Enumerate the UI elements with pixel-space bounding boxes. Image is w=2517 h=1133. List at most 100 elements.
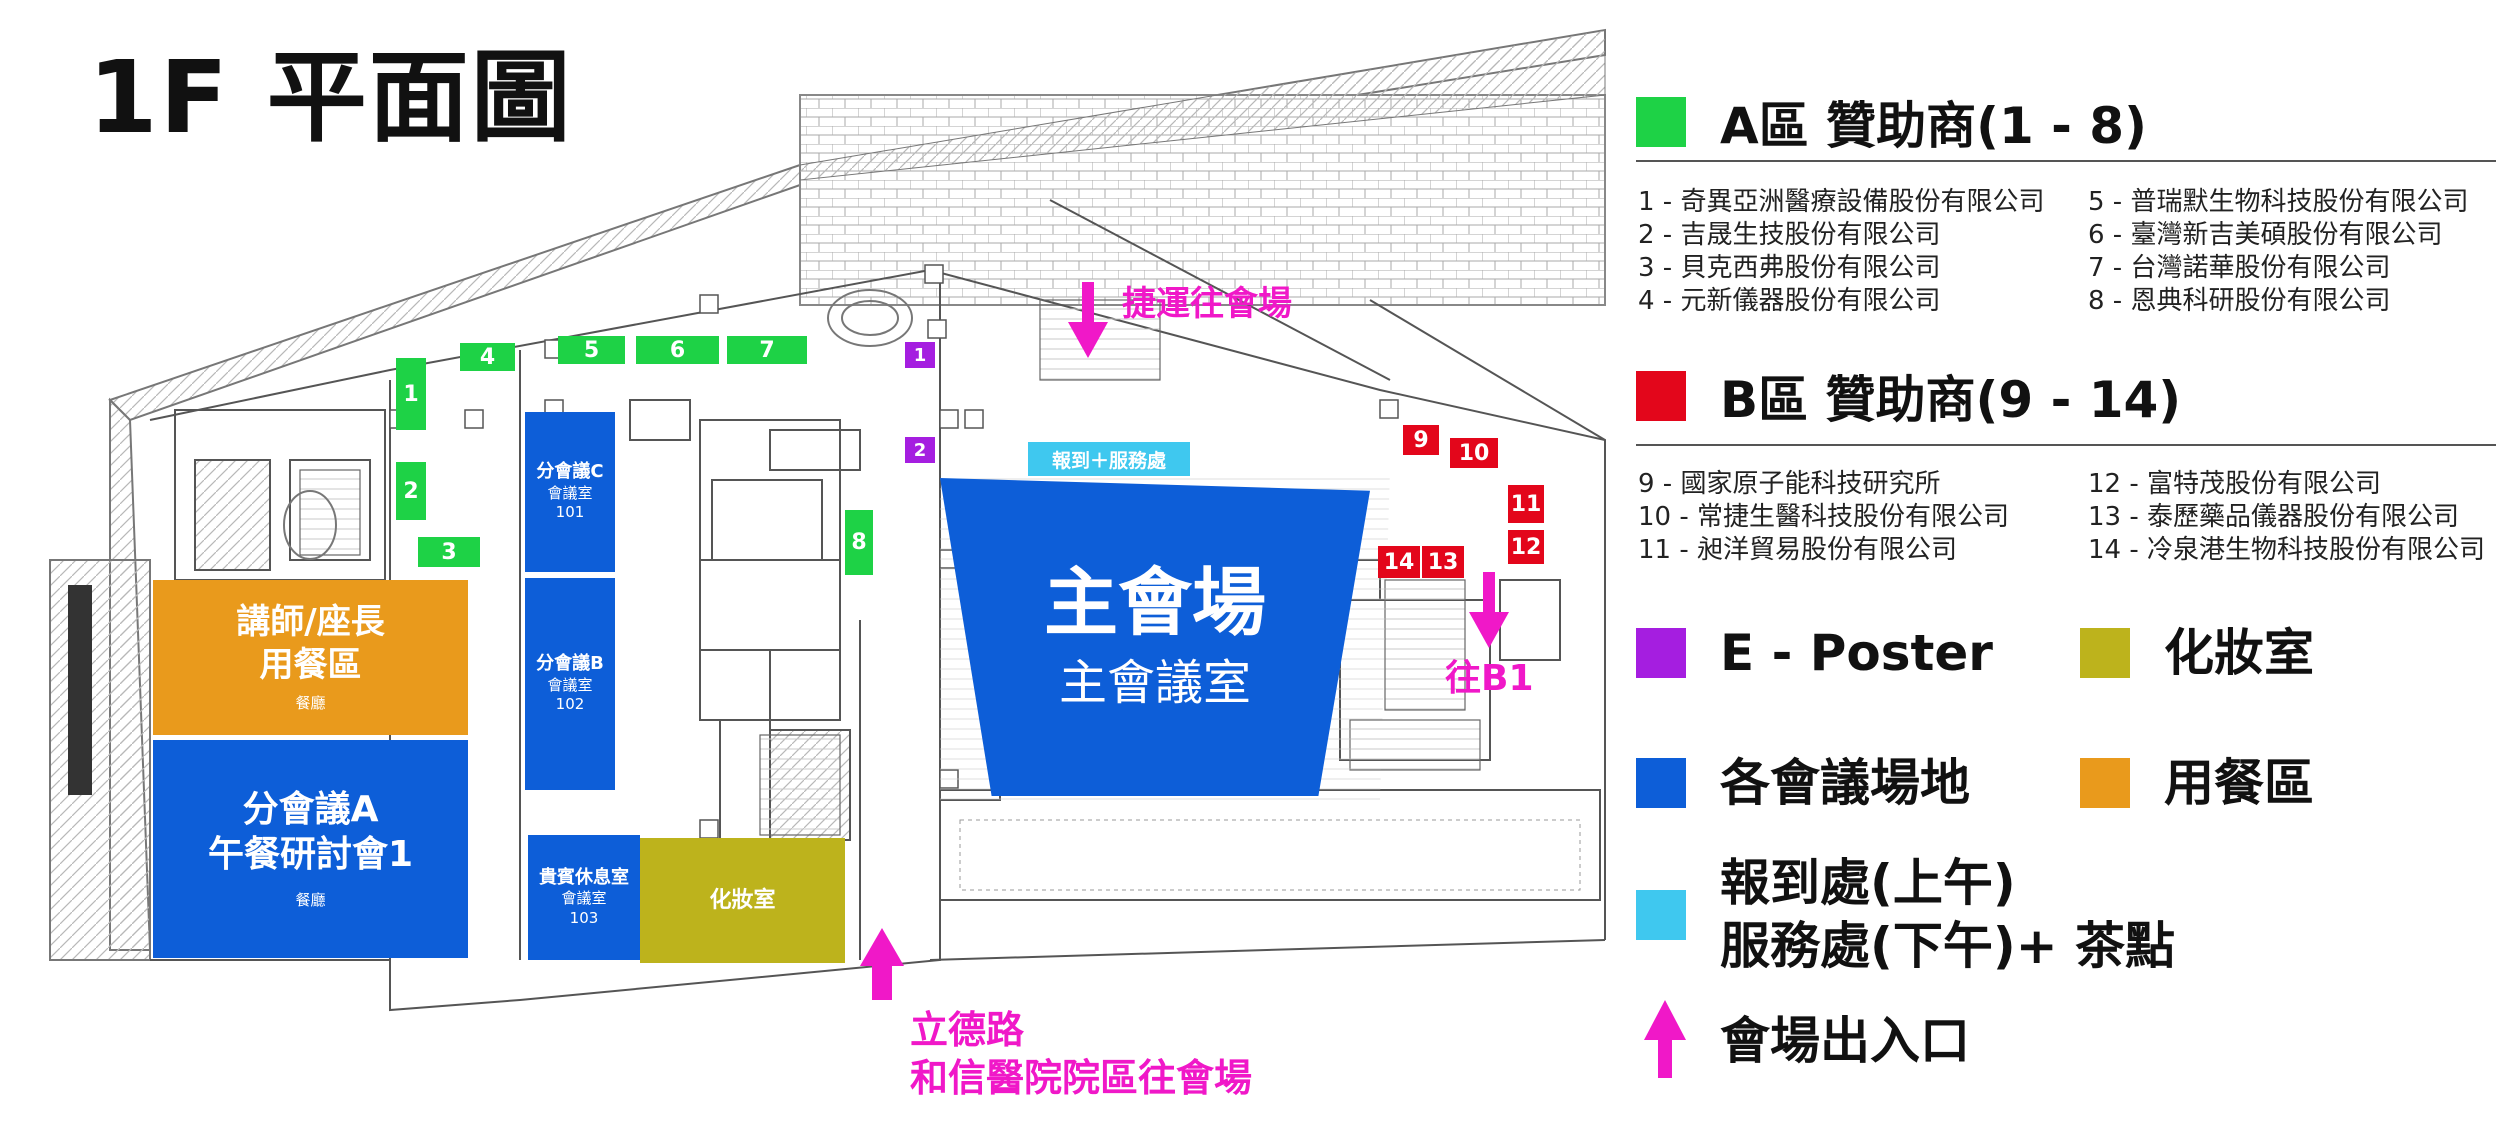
legend-a-section: A區 贊助商(1 - 8): [1636, 86, 2147, 158]
company-a2: 2 - 吉晟生技股份有限公司: [1638, 220, 1941, 250]
legend-a-swatch: [1636, 97, 1686, 147]
legend-makeup-swatch: [2080, 628, 2130, 679]
company-b14: 14 - 冷泉港生物科技股份有限公司: [2088, 535, 2485, 565]
legend-a-list-right: 5 - 普瑞默生物科技股份有限公司 6 - 臺灣新吉美碩股份有限公司 7 - 台…: [2088, 186, 2468, 318]
company-a8: 8 - 恩典科研股份有限公司: [2088, 286, 2391, 316]
speaker-dining-line1: 講師/座長: [236, 602, 385, 643]
page-title: 1F 平面圖: [88, 39, 573, 156]
company-a5: 5 - 普瑞默生物科技股份有限公司: [2088, 187, 2469, 217]
booth-a8: 8: [845, 510, 873, 575]
legend-a-title: A區 贊助商(1 - 8): [1720, 97, 2147, 155]
main-hall-sub: 主會議室: [1058, 654, 1251, 711]
vip-lounge-number: 103: [569, 908, 599, 927]
company-a1: 1 - 奇異亞洲醫療設備股份有限公司: [1638, 187, 2045, 217]
legend-eposter: E - Poster: [1636, 622, 1993, 685]
street-direction-line2: 和信醫院院區往會場: [910, 1056, 1253, 1100]
booth-b10: 10: [1450, 438, 1498, 468]
vip-lounge: 貴賓休息室 會議室 103: [528, 835, 640, 960]
speaker-dining-type: 餐廳: [295, 694, 326, 713]
booth-a4: 4: [460, 343, 515, 371]
company-a3: 3 - 貝克西弗股份有限公司: [1638, 253, 1941, 283]
legend-entrance-arrow: [1644, 1000, 1686, 1078]
company-b9: 9 - 國家原子能科技研究所: [1638, 469, 1941, 499]
room-b-type: 會議室: [547, 675, 593, 694]
b1-arrow: [1469, 572, 1509, 648]
booth-b13: 13: [1422, 546, 1464, 578]
room-a-line2: 午餐研討會1: [207, 834, 414, 876]
reception-desk: [283, 289, 913, 560]
vip-lounge-type: 會議室: [561, 889, 607, 908]
legend-makeup-label: 化妝室: [2164, 624, 2314, 682]
legend-checkin-line1: 報到處(上午): [1720, 854, 2016, 912]
company-a7: 7 - 台灣諾華股份有限公司: [2088, 253, 2391, 283]
room-b: 分會議B 會議室 102: [525, 578, 615, 790]
booth-b12: 12: [1508, 530, 1544, 564]
legend-a-list-left: 1 - 奇異亞洲醫療設備股份有限公司 2 - 吉晟生技股份有限公司 3 - 貝克…: [1638, 186, 2044, 318]
room-b-name: 分會議B: [536, 653, 604, 675]
legend-a-divider: [1636, 160, 2496, 162]
company-b13: 13 - 泰歷藥品儀器股份有限公司: [2088, 502, 2459, 532]
legend-makeup: 化妝室: [2080, 622, 2314, 685]
legend-entrance-label: 會場出入口: [1720, 1012, 1970, 1070]
company-a6: 6 - 臺灣新吉美碩股份有限公司: [2088, 220, 2443, 250]
room-a: 分會議A 午餐研討會1 餐廳: [153, 740, 468, 958]
booth-a6: 6: [636, 336, 719, 364]
makeup-room-name: 化妝室: [709, 887, 776, 913]
b1-direction: 往B1: [1445, 658, 1534, 699]
legend-b-title: B區 贊助商(9 - 14): [1720, 371, 2182, 429]
mrt-direction: 捷運往會場: [1122, 284, 1292, 324]
legend-rooms-swatch: [1636, 758, 1686, 809]
room-c: 分會議C 會議室 101: [525, 412, 615, 572]
street-direction-line1: 立德路: [910, 1008, 1025, 1052]
room-c-name: 分會議C: [536, 461, 604, 483]
street-arrow: [860, 928, 904, 1000]
main-hall-name: 主會場: [1044, 560, 1266, 647]
legend-checkin: 報到處(上午) 服務處(下午)+ 茶點: [1636, 852, 2175, 977]
eposter-1: 1: [905, 342, 935, 368]
room-c-type: 會議室: [547, 483, 593, 502]
lobby-floor: [959, 819, 1581, 891]
room-b-number: 102: [555, 695, 585, 714]
booth-a2: 2: [396, 462, 426, 520]
speaker-dining-line2: 用餐區: [259, 644, 362, 685]
room-c-number: 101: [555, 503, 585, 522]
checkin-desk: 報到＋服務處: [1028, 442, 1190, 476]
legend-b-list-left: 9 - 國家原子能科技研究所 10 - 常捷生醫科技股份有限公司 11 - 昶洋…: [1638, 468, 2009, 567]
legend-eposter-label: E - Poster: [1720, 624, 1993, 682]
legend-eposter-swatch: [1636, 628, 1686, 679]
booth-a1: 1: [396, 358, 426, 430]
mrt-arrow: [1068, 282, 1108, 358]
booth-a5: 5: [558, 336, 625, 364]
legend-rooms: 各會議場地: [1636, 752, 1970, 815]
legend-rooms-label: 各會議場地: [1720, 754, 1970, 812]
legend-dining-swatch: [2080, 758, 2130, 809]
company-b11: 11 - 昶洋貿易股份有限公司: [1638, 535, 1957, 565]
legend-b-list-right: 12 - 富特茂股份有限公司 13 - 泰歷藥品儀器股份有限公司 14 - 冷泉…: [2088, 468, 2485, 567]
legend-b-swatch: [1636, 371, 1686, 421]
eposter-2: 2: [905, 437, 935, 463]
booth-b9: 9: [1403, 425, 1439, 455]
booth-b11: 11: [1508, 485, 1544, 523]
main-hall: 主會場 主會議室: [940, 478, 1370, 796]
legend-dining-label: 用餐區: [2164, 754, 2314, 812]
legend-checkin-swatch: [1636, 889, 1686, 940]
company-b10: 10 - 常捷生醫科技股份有限公司: [1638, 502, 2009, 532]
legend-dining: 用餐區: [2080, 752, 2314, 815]
booth-b14: 14: [1378, 546, 1420, 578]
stairs: [299, 299, 1481, 836]
legend-entrance: 會場出入口: [1720, 1010, 1970, 1073]
company-a4: 4 - 元新儀器股份有限公司: [1638, 286, 1941, 316]
legend-checkin-line2: 服務處(下午)+ 茶點: [1720, 916, 2176, 975]
legend-b-section: B區 贊助商(9 - 14): [1636, 360, 2181, 432]
company-b12: 12 - 富特茂股份有限公司: [2088, 469, 2381, 499]
room-a-line1: 分會議A: [242, 789, 379, 831]
room-a-type: 餐廳: [295, 891, 326, 910]
speaker-dining: 講師/座長 用餐區 餐廳: [153, 580, 468, 735]
makeup-room: 化妝室: [640, 838, 845, 963]
vip-lounge-name: 貴賓休息室: [539, 866, 629, 888]
legend-b-divider: [1636, 444, 2496, 446]
booth-a7: 7: [727, 336, 807, 364]
booth-a3: 3: [418, 537, 480, 567]
checkin-tag: 報到＋服務處: [1051, 449, 1166, 472]
